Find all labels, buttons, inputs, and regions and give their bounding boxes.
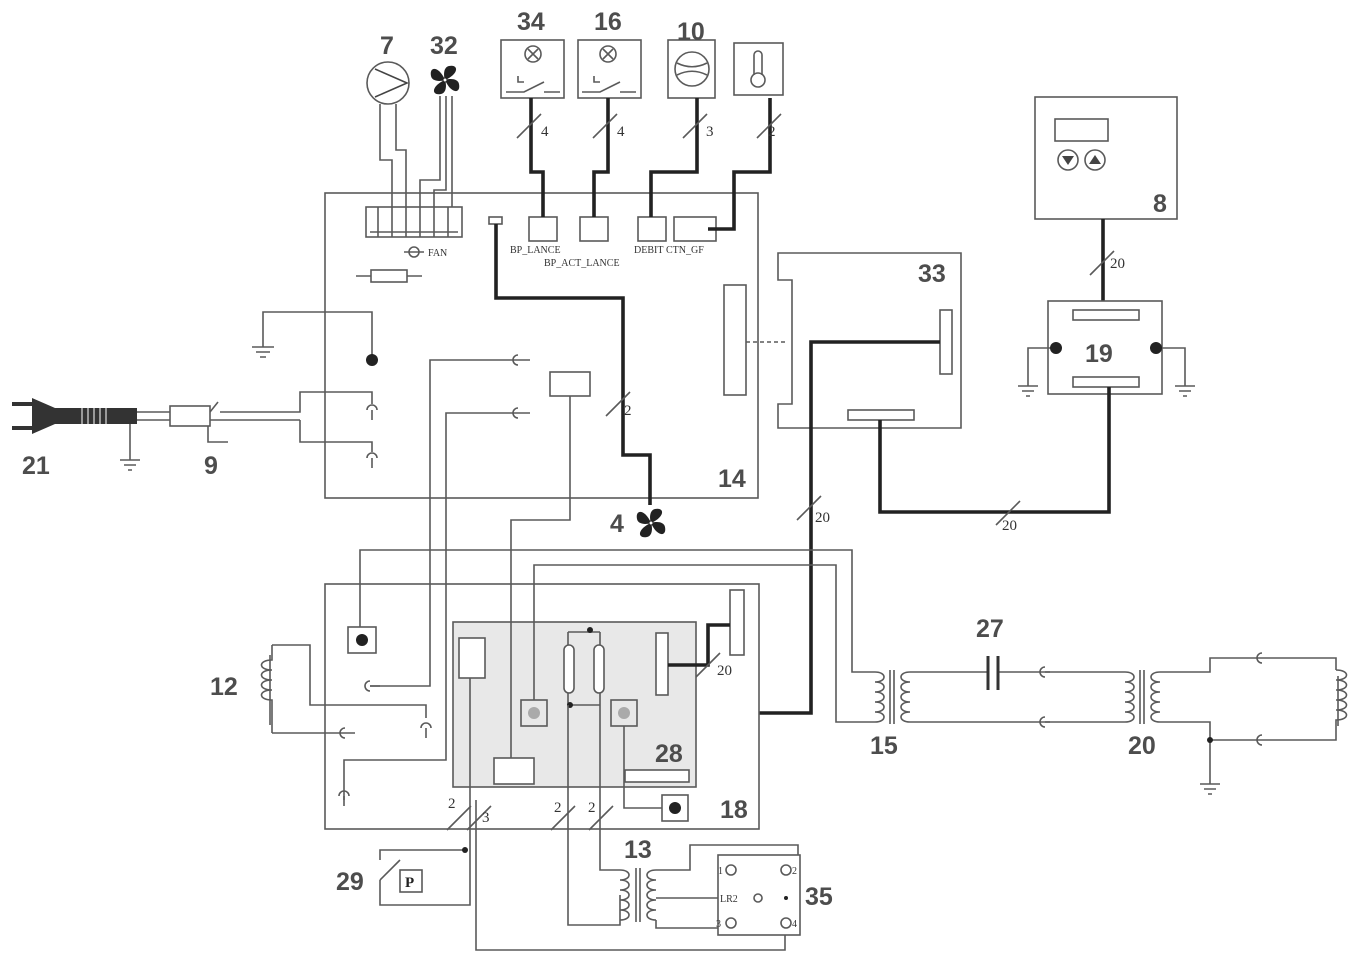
main-switch-9: [169, 391, 373, 452]
count-10: 3: [706, 124, 714, 140]
label-35: 35: [805, 883, 833, 911]
count-34: 4: [541, 124, 549, 140]
board-side-connector: [723, 284, 747, 396]
label-33: 33: [918, 260, 946, 288]
transformer-20: [1124, 657, 1262, 795]
count-b1: 2: [448, 796, 456, 812]
board-relay: [549, 371, 591, 397]
temperature-sensor: [733, 42, 784, 96]
fan-32: [419, 65, 460, 207]
label-28: 28: [655, 740, 683, 768]
label-34: 34: [517, 8, 545, 36]
capacitor-27: [986, 656, 1000, 690]
label-16: 16: [594, 8, 622, 36]
svg-text:LR2: LR2: [720, 894, 738, 905]
label-7: 7: [380, 32, 394, 60]
svg-text:P: P: [405, 875, 414, 891]
label-18: 18: [720, 796, 748, 824]
fan-4: [636, 508, 666, 538]
label-4: 4: [610, 510, 624, 538]
count-b3: 2: [554, 800, 562, 816]
wire-temp: [708, 98, 772, 231]
label-32: 32: [430, 32, 458, 60]
pump-7: [366, 61, 410, 207]
svg-text:1: 1: [718, 866, 723, 877]
main-board-14: [324, 192, 759, 499]
label-bp-act-lance: BP_ACT_LANCE: [544, 258, 620, 269]
relay-35: 1 2 3 4 LR2: [716, 854, 801, 936]
pump-fan-connector: [365, 206, 463, 238]
wire-33-19: [878, 387, 1111, 514]
count-b2: 3: [482, 810, 490, 826]
power-plug-21: [12, 398, 177, 471]
label-13: 13: [624, 836, 652, 864]
count-fan4: 2: [624, 403, 632, 419]
sensor-16: [577, 39, 642, 99]
fuse: [356, 269, 422, 283]
count-33: 20: [815, 510, 830, 526]
label-8: 8: [1153, 190, 1167, 218]
label-debit: DEBIT: [634, 245, 663, 256]
connector-bp-lance: [528, 216, 558, 242]
board-terminals: [366, 354, 530, 468]
count-8: 20: [1110, 256, 1125, 272]
control-panel-8: [1034, 96, 1178, 220]
board-ground: [252, 311, 378, 366]
transformer-13: [619, 844, 799, 929]
transformer-15: [874, 670, 1050, 724]
label-14: 14: [718, 465, 746, 493]
fan-symbol-board: FAN: [404, 246, 447, 259]
count-19: 20: [1002, 518, 1017, 534]
count-b4: 2: [588, 800, 596, 816]
label-12: 12: [210, 673, 238, 701]
label-29: 29: [336, 868, 364, 896]
label-19: 19: [1085, 340, 1113, 368]
count-18: 20: [717, 663, 732, 679]
coil-12: [260, 644, 432, 806]
svg-text:FAN: FAN: [428, 248, 447, 259]
label-27: 27: [976, 615, 1004, 643]
connector-bp-act-lance: [579, 216, 609, 242]
capacitors: [563, 627, 605, 708]
svg-text:3: 3: [716, 919, 721, 930]
interface-19: [1018, 300, 1195, 397]
label-bp-lance: BP_LANCE: [510, 245, 561, 256]
label-ctn-gf: CTN_GF: [666, 245, 704, 256]
label-21: 21: [22, 452, 50, 480]
wire-10: [649, 98, 699, 217]
label-20: 20: [1128, 732, 1156, 760]
wire-fan-4: [494, 224, 652, 505]
flow-meter-10: [667, 39, 716, 99]
pressure-switch-29: P: [379, 847, 468, 893]
connector-fan4: [488, 216, 503, 225]
connector-debit: [637, 216, 667, 242]
output-coil: [1278, 657, 1348, 741]
label-15: 15: [870, 732, 898, 760]
label-9: 9: [204, 452, 218, 480]
count-temp: 2: [768, 124, 776, 140]
svg-text:4: 4: [792, 919, 797, 930]
sensor-34: [500, 39, 565, 99]
wire-16: [592, 98, 610, 217]
wire-34: [529, 98, 545, 217]
wire-18-internal: [668, 623, 730, 667]
svg-text:2: 2: [792, 866, 797, 877]
label-10: 10: [677, 18, 705, 46]
count-16: 4: [617, 124, 625, 140]
